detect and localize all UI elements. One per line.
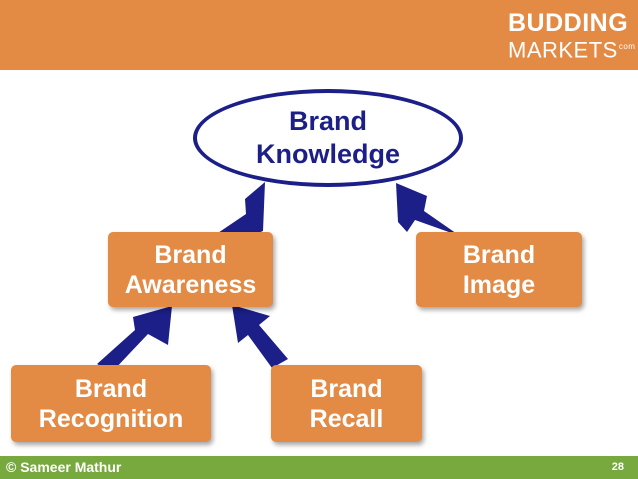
brand-knowledge-line2: Knowledge xyxy=(255,139,400,169)
copyright-text: © Sameer Mathur xyxy=(6,459,122,475)
brand-recall-line1: Brand xyxy=(310,374,383,403)
arrow-recognition-to-awareness xyxy=(97,306,172,372)
arrow-image-to-knowledge xyxy=(396,183,460,236)
brand-awareness-node: Brand Awareness xyxy=(108,232,273,307)
brand-knowledge-node: Brand Knowledge xyxy=(193,89,463,187)
arrow-awareness-to-knowledge xyxy=(209,182,265,247)
brand-recognition-line1: Brand xyxy=(74,374,148,403)
brand-recall-line2: Recall xyxy=(309,404,384,433)
brand-image-node: Brand Image xyxy=(416,232,582,307)
footer-bar: © Sameer Mathur 28 xyxy=(0,456,638,479)
logo-line2: MARKETScom xyxy=(508,36,635,63)
brand-awareness-line2: Awareness xyxy=(124,270,257,299)
brand-recognition-line2: Recognition xyxy=(38,404,184,433)
header-bar: BUDDING MARKETScom xyxy=(0,0,638,70)
budding-markets-logo: BUDDING MARKETScom xyxy=(508,9,635,63)
page-number: 28 xyxy=(611,461,624,473)
brand-knowledge-line1: Brand xyxy=(288,106,367,136)
brand-recall-node: Brand Recall xyxy=(271,365,422,442)
brand-awareness-line1: Brand xyxy=(154,240,227,269)
brand-recognition-node: Brand Recognition xyxy=(11,365,211,442)
logo-small-text: com xyxy=(618,42,636,51)
brand-image-line1: Brand xyxy=(462,240,536,269)
logo-line2-text: MARKETS xyxy=(508,37,618,63)
arrow-recall-to-awareness xyxy=(232,305,288,368)
logo-line1: BUDDING xyxy=(508,9,629,37)
brand-image-line2: Image xyxy=(462,270,536,299)
